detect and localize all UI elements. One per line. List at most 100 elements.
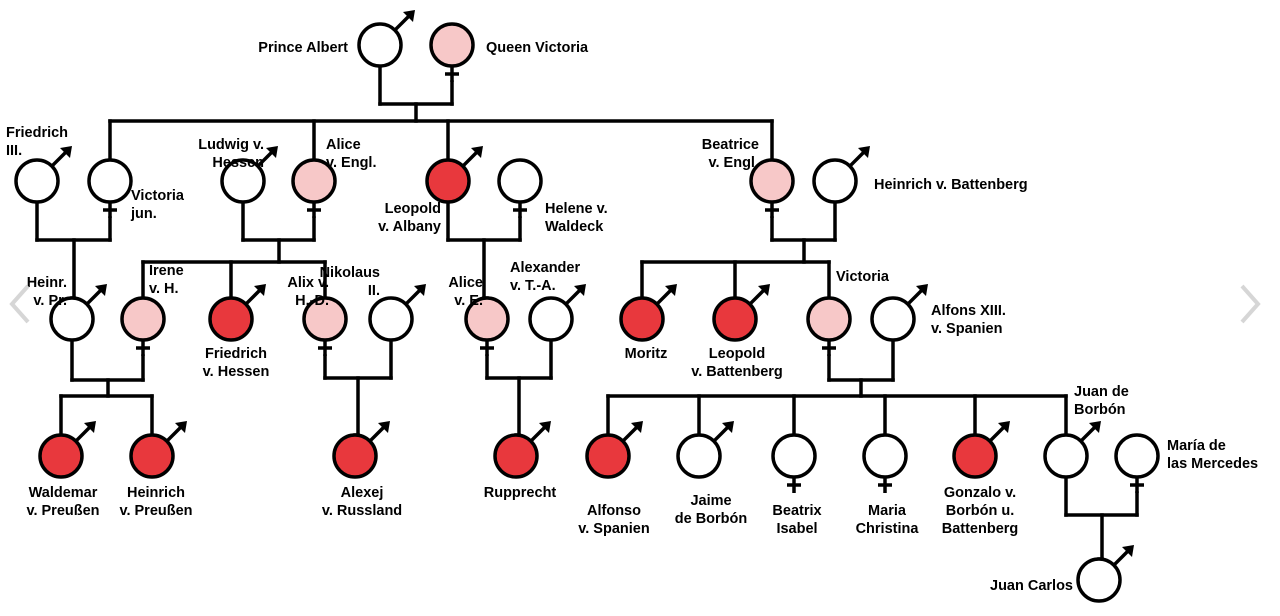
male-symbol-icon <box>585 433 631 479</box>
person-label-waldemar: Waldemar v. Preußen <box>26 485 99 519</box>
male-symbol-icon <box>49 296 95 342</box>
person-heinrich-preussen <box>129 421 187 479</box>
male-symbol-icon <box>332 433 378 479</box>
male-arrowhead-icon <box>60 146 72 158</box>
person-label-line: jun. <box>130 206 157 222</box>
person-label-line: Borbón <box>1074 402 1126 418</box>
female-symbol-icon <box>771 433 817 479</box>
male-arrowhead-icon <box>95 284 107 296</box>
person-label-line: Gonzalo v. <box>944 485 1016 501</box>
person-label-line: María de <box>1167 438 1226 454</box>
person-gonzalo <box>952 421 1010 479</box>
person-friedrich-iii <box>14 146 72 204</box>
person-jaime <box>676 421 734 479</box>
person-label-line: v. E. <box>454 293 483 309</box>
person-prince-albert <box>357 10 415 68</box>
person-label-line: Leopold <box>385 201 441 217</box>
male-arrowhead-icon <box>916 284 928 296</box>
male-arrowhead-icon <box>403 10 415 22</box>
male-arrowhead-icon <box>858 146 870 158</box>
person-alfonso-spanien <box>585 421 643 479</box>
male-symbol-icon <box>952 433 998 479</box>
person-label-line: Moritz <box>625 346 668 362</box>
male-arrowhead-icon <box>378 421 390 433</box>
male-arrowhead-icon <box>574 284 586 296</box>
person-victoria-eugenie <box>806 296 852 356</box>
male-symbol-icon <box>1043 433 1089 479</box>
person-nikolaus-ii <box>368 284 426 342</box>
person-label-line: II. <box>368 283 380 299</box>
person-label-victoria-eugenie: Victoria <box>836 269 890 285</box>
person-juan-carlos <box>1076 545 1134 603</box>
person-label-line: Alexej <box>341 485 384 501</box>
person-label-ludwig-hessen: Ludwig v.Hessen <box>198 137 264 171</box>
person-label-line: v. Spanien <box>578 521 649 537</box>
person-label-juan-borbon: Juan de Borbón <box>1074 384 1129 418</box>
male-symbol-icon <box>712 296 758 342</box>
person-friedrich-hessen <box>208 284 266 342</box>
male-symbol-icon <box>812 158 858 204</box>
male-symbol-icon <box>368 296 414 342</box>
person-alfons-xiii <box>870 284 928 342</box>
male-symbol-icon <box>129 433 175 479</box>
chevron-left-icon[interactable] <box>4 282 34 326</box>
person-alix-hd <box>302 296 348 356</box>
person-label-line: Heinrich v. Battenberg <box>874 177 1028 193</box>
person-label-line: v. Pr. <box>33 293 67 309</box>
male-symbol-icon <box>208 296 254 342</box>
female-symbol-icon <box>806 296 852 342</box>
male-arrowhead-icon <box>722 421 734 433</box>
chevron-right-icon[interactable] <box>1236 282 1266 326</box>
male-symbol-icon <box>425 158 471 204</box>
person-label-line: Alix v. <box>287 275 329 291</box>
male-arrowhead-icon <box>84 421 96 433</box>
person-label-line: Irene <box>149 263 184 279</box>
person-label-line: Alexander <box>510 260 580 276</box>
person-label-rupprecht: Rupprecht <box>484 485 557 501</box>
person-label-line: III. <box>6 143 22 159</box>
person-label-line: Juan de <box>1074 384 1129 400</box>
person-label-line: v. Engl. <box>326 155 377 171</box>
person-queen-victoria <box>429 22 475 82</box>
male-arrowhead-icon <box>254 284 266 296</box>
person-label-line: Victoria <box>836 269 890 285</box>
person-label-line: Ludwig v. <box>198 137 264 153</box>
person-label-alix-hd: Alix v.H.-D. <box>287 275 329 309</box>
person-label-line: Alice <box>448 275 483 291</box>
person-label-line: Beatrice <box>702 137 759 153</box>
person-label-line: v. Preußen <box>26 503 99 519</box>
male-symbol-icon <box>357 22 403 68</box>
person-label-alice-e: Alice v. E. <box>448 275 483 309</box>
person-label-line: v. Hessen <box>203 364 270 380</box>
person-label-line: Waldeck <box>545 219 604 235</box>
person-victoria-jun <box>87 158 133 218</box>
person-moritz <box>619 284 677 342</box>
person-label-line: v. Preußen <box>119 503 192 519</box>
male-arrowhead-icon <box>998 421 1010 433</box>
person-alexander-ta <box>528 284 586 342</box>
male-symbol-icon <box>619 296 665 342</box>
person-label-line: las Mercedes <box>1167 456 1258 472</box>
person-label-gonzalo: Gonzalo v.Borbón u.Battenberg <box>942 485 1019 537</box>
person-leopold-battenberg <box>712 284 770 342</box>
female-symbol-icon <box>120 296 166 342</box>
person-heinrich-battenberg <box>812 146 870 204</box>
person-nodes <box>14 10 1160 603</box>
female-symbol-icon <box>497 158 543 204</box>
person-label-line: Queen Victoria <box>486 40 589 56</box>
person-label-line: Waldemar <box>29 485 98 501</box>
female-symbol-icon <box>862 433 908 479</box>
male-symbol-icon <box>676 433 722 479</box>
